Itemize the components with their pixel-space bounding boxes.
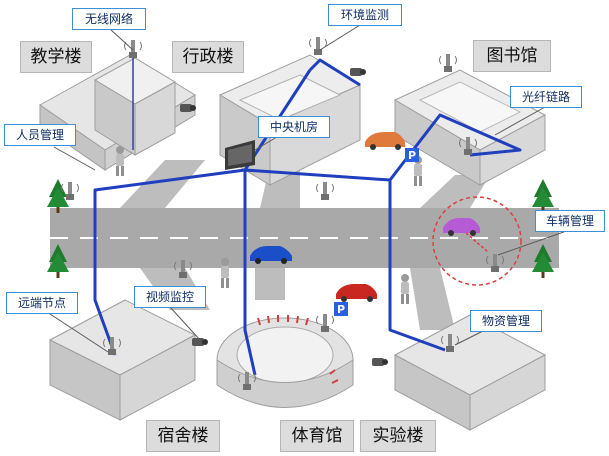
label-gym-building: 体育馆 xyxy=(280,420,354,452)
callout-fiber-link: 光纤链路 xyxy=(510,86,582,108)
callout-asset-management: 物资管理 xyxy=(470,310,542,332)
label-admin-building: 行政楼 xyxy=(172,41,244,73)
label-lab-building: 实验楼 xyxy=(360,420,436,452)
callout-data-center: 中央机房 xyxy=(258,116,330,138)
callout-remote-node: 远端节点 xyxy=(6,292,78,314)
label-library-building: 图书馆 xyxy=(473,40,551,72)
callout-environment-monitoring: 环境监测 xyxy=(328,4,402,26)
vehicle-tracking-zone xyxy=(432,196,522,286)
callout-wireless-network: 无线网络 xyxy=(72,8,146,30)
label-dorm-building: 宿舍楼 xyxy=(146,420,220,452)
label-teaching-building: 教学楼 xyxy=(20,41,92,73)
lab-building xyxy=(393,314,547,431)
teaching-building xyxy=(39,54,196,171)
car-icon xyxy=(250,132,480,302)
callout-vehicle-management: 车辆管理 xyxy=(535,210,605,232)
parking-icon: P P xyxy=(334,148,419,316)
dorm-building xyxy=(48,299,197,421)
svg-text:P: P xyxy=(408,149,416,162)
svg-text:P: P xyxy=(337,303,345,316)
callout-video-surveillance: 视频监控 xyxy=(134,286,206,308)
gym-building xyxy=(216,315,354,408)
data-center-box xyxy=(225,140,255,170)
callout-personnel-management: 人员管理 xyxy=(4,124,76,146)
